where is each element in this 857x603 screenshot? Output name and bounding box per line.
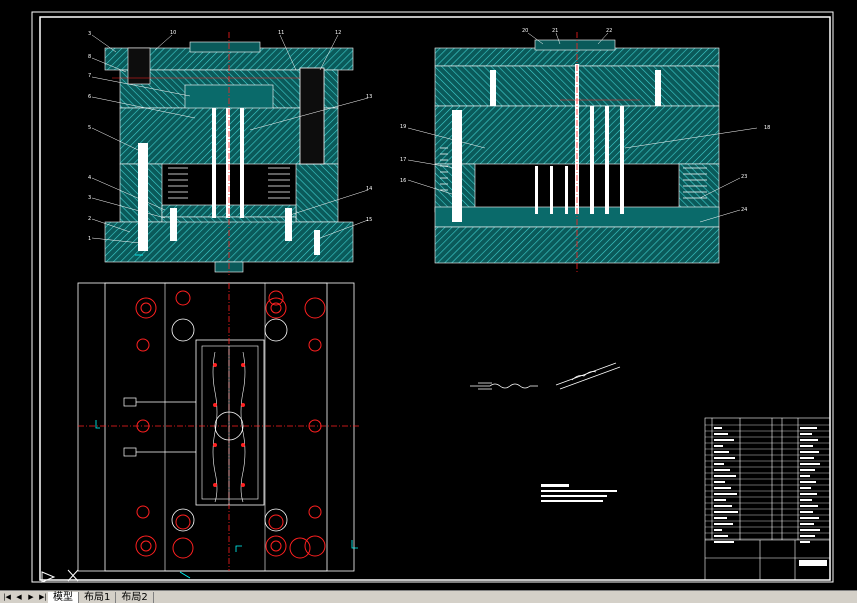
svg-text:10: 10 xyxy=(170,30,176,36)
svg-text:1: 1 xyxy=(88,236,91,242)
technical-notes xyxy=(541,484,617,502)
svg-text:8: 8 xyxy=(88,54,91,60)
tab-next-icon[interactable]: ▶ xyxy=(28,593,34,601)
svg-text:5: 5 xyxy=(88,125,91,131)
svg-text:22: 22 xyxy=(606,28,612,34)
svg-text:3: 3 xyxy=(88,195,91,201)
tab-model[interactable]: 模型 xyxy=(48,591,79,603)
svg-text:6: 6 xyxy=(88,94,91,100)
svg-text:17: 17 xyxy=(400,157,406,163)
svg-text:24: 24 xyxy=(741,207,747,213)
svg-text:21: 21 xyxy=(552,28,558,34)
tab-prev-icon[interactable]: ◀ xyxy=(16,593,22,601)
svg-text:3: 3 xyxy=(88,31,91,37)
tab-layout-2[interactable]: 布局2 xyxy=(116,591,154,603)
svg-text:16: 16 xyxy=(400,178,406,184)
inner-frame xyxy=(39,16,831,581)
svg-text:13: 13 xyxy=(366,94,372,100)
ucs-icon xyxy=(41,569,79,583)
drawing-title xyxy=(799,560,827,566)
plan-view xyxy=(77,282,360,579)
tab-last-icon[interactable]: ▶| xyxy=(39,593,47,601)
svg-text:7: 7 xyxy=(88,73,91,79)
title-block-rows xyxy=(705,424,830,540)
title-block-text xyxy=(714,427,820,543)
right-section-view: 20 21 22 19 17 16 18 23 24 xyxy=(400,28,770,272)
tab-layout-1[interactable]: 布局1 xyxy=(79,591,117,603)
svg-text:15: 15 xyxy=(366,217,372,223)
svg-text:11: 11 xyxy=(278,30,284,36)
part-sketch xyxy=(470,362,621,390)
svg-text:20: 20 xyxy=(522,28,528,34)
svg-text:14: 14 xyxy=(366,186,372,192)
svg-text:12: 12 xyxy=(335,30,341,36)
layout-tabs-bar: |◀ ◀ ▶ ▶| 模型 布局1 布局2 xyxy=(0,590,857,603)
tab-first-icon[interactable]: |◀ xyxy=(3,593,11,601)
left-section-view: 3 8 7 6 5 4 3 2 1 10 11 12 13 14 15 xyxy=(88,30,372,275)
outer-frame xyxy=(31,11,834,583)
svg-text:18: 18 xyxy=(764,125,770,131)
svg-text:4: 4 xyxy=(88,175,91,181)
svg-text:19: 19 xyxy=(400,124,406,130)
svg-text:23: 23 xyxy=(741,174,747,180)
svg-text:2: 2 xyxy=(88,216,91,222)
